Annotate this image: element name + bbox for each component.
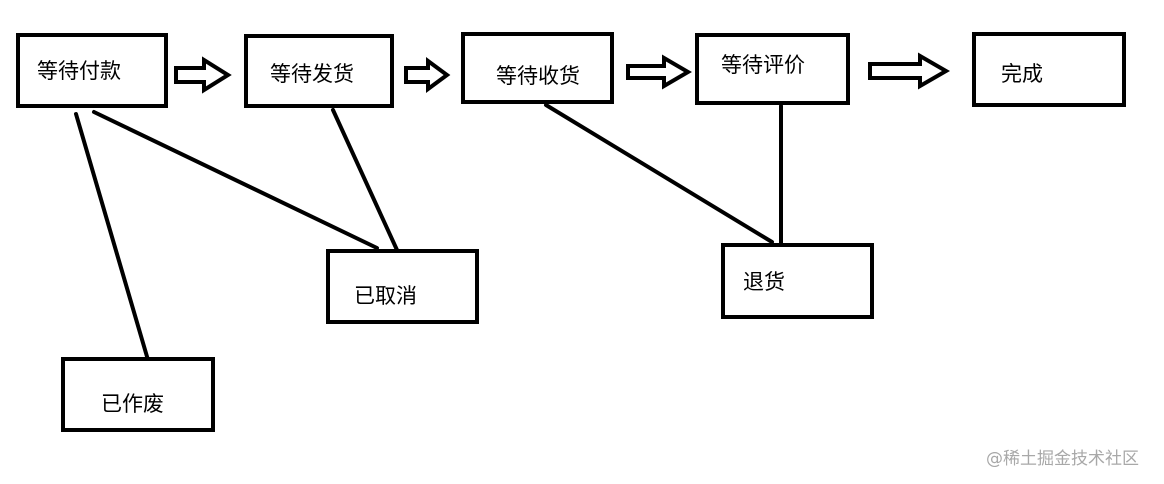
node-voided: 已作废 [61,357,215,432]
link-receipt-to-returned [544,103,774,244]
node-await-review-label: 等待评价 [721,53,805,77]
link-payment-to-voided [74,112,150,362]
node-await-receipt: 等待收货 [461,32,614,104]
node-await-payment-label: 等待付款 [37,59,121,83]
watermark-text: @稀土掘金技术社区 [986,449,1139,469]
flow-arrow-shipping-to-receipt [404,57,451,93]
link-payment-to-cancelled [92,110,379,250]
node-await-receipt-label: 等待收货 [496,64,580,88]
node-cancelled-label: 已取消 [354,284,417,308]
node-voided-label: 已作废 [101,392,164,416]
flow-arrow-review-to-completed [868,52,951,90]
link-shipping-to-cancelled [331,108,399,252]
node-await-shipping: 等待发货 [244,34,394,108]
node-cancelled: 已取消 [326,249,479,324]
node-await-payment: 等待付款 [16,33,168,108]
node-completed-label: 完成 [1001,62,1043,86]
node-completed: 完成 [972,32,1126,107]
flow-arrow-payment-to-shipping [174,56,232,94]
node-await-shipping-label: 等待发货 [270,62,354,86]
node-await-review: 等待评价 [695,33,850,105]
node-returned: 退货 [721,243,874,319]
flow-arrow-receipt-to-review [626,54,692,90]
node-returned-label: 退货 [743,270,785,294]
